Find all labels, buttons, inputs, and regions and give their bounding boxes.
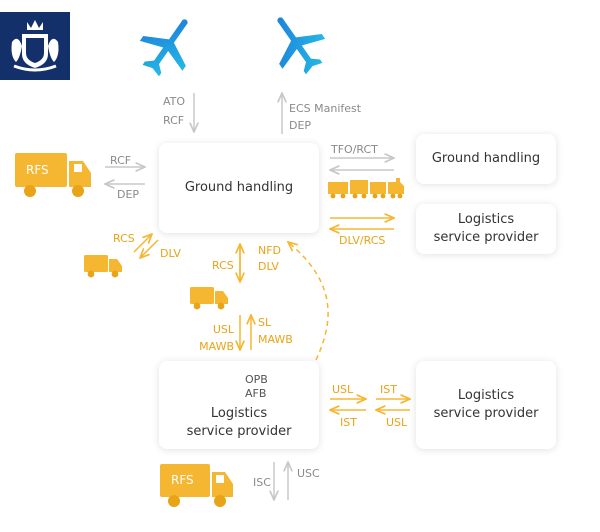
- coat-of-arms-logo: [0, 12, 70, 80]
- label-usl-right-1: USL: [332, 383, 354, 396]
- truck-icon: [160, 464, 233, 507]
- label-dep-left: DEP: [117, 188, 140, 201]
- truck-icon: [15, 153, 91, 197]
- label-isc: ISC: [253, 476, 271, 489]
- label-ecs-dep: ECS Manifest DEP: [289, 102, 362, 132]
- box-logistics-provider-right-bottom: Logistics service provider: [416, 361, 556, 449]
- box-logistics-provider-main: Logistics service provider: [159, 361, 319, 449]
- truck-label-rfs-bottom: RFS: [171, 473, 194, 487]
- truck-label-rfs-left: RFS: [26, 163, 49, 177]
- box-logistics-provider-right-top: Logistics service provider: [416, 204, 556, 254]
- label-ist-right-2: IST: [380, 383, 397, 396]
- label-tfo-rct: TFO/RCT: [331, 143, 378, 156]
- label-opb-afb: OPB AFB: [245, 373, 268, 400]
- label-dlv-rcs-right: DLV/RCS: [339, 234, 386, 247]
- box-ground-handling-main: Ground handling: [159, 143, 319, 233]
- box-ground-handling-right: Ground handling: [416, 134, 556, 184]
- truck-icon: [84, 255, 122, 278]
- label-usl-mawb: USL MAWB: [199, 323, 234, 353]
- airplane-icon: [277, 17, 326, 75]
- arrow-dashed-return: [288, 242, 329, 361]
- arrow-rcs-diag: [133, 234, 152, 253]
- label-usc: USC: [297, 467, 320, 480]
- label-rcf-left: RCF: [110, 154, 132, 167]
- label-rcs-mid: RCS: [212, 259, 234, 272]
- label-ato-rcf: ATO RCF: [163, 95, 186, 127]
- label-usl-right-2: USL: [386, 416, 408, 429]
- label-dlv-left: DLV: [160, 247, 181, 260]
- label-sl-mawb: SL MAWB: [258, 316, 293, 346]
- cargo-train-icon: [328, 178, 404, 199]
- airplane-icon: [139, 19, 188, 77]
- arrow-dlv-diag: [140, 239, 159, 258]
- label-rcs-left: RCS: [113, 232, 135, 245]
- truck-icon: [190, 287, 228, 310]
- label-nfd-dlv: NFD DLV: [258, 244, 282, 273]
- label-ist-right-1: IST: [340, 416, 357, 429]
